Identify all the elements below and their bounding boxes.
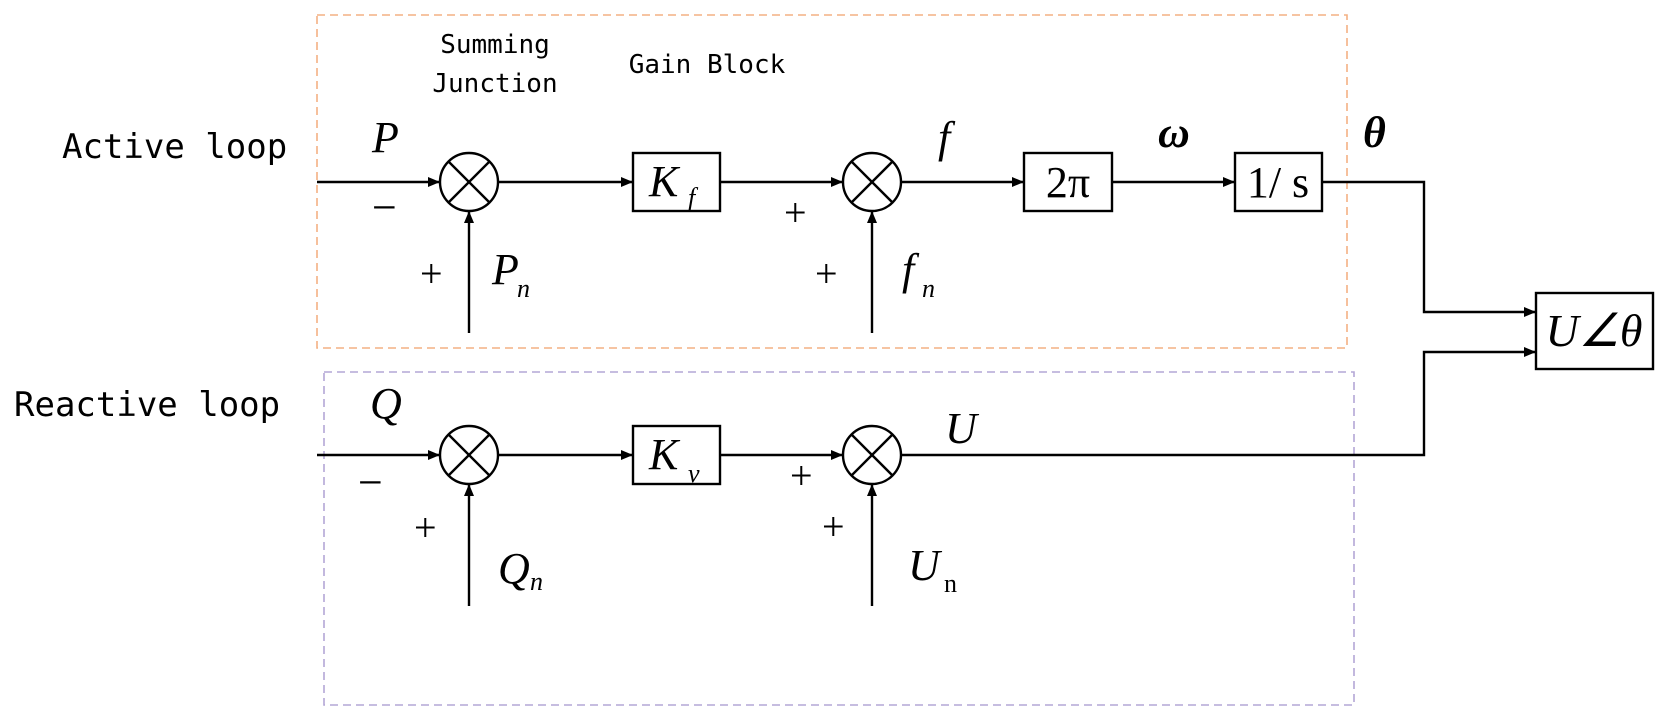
reactive-loop-label: Reactive loop: [14, 385, 280, 425]
active-gain-label: K: [648, 157, 681, 206]
summing-junction-annotation-line1: Summing: [440, 30, 550, 60]
active-ref-label: f: [902, 245, 920, 294]
reactive-input-sign: −: [358, 458, 383, 507]
theta-wire: [1322, 180, 1536, 317]
u-wire: [902, 347, 1536, 457]
reactive-loop-border: [323, 371, 1355, 706]
reactive-sum2-left-sign: +: [790, 453, 813, 498]
active-sum2-left-sign: +: [784, 190, 807, 235]
gain-block-annotation: Gain Block: [629, 50, 786, 80]
active-summing-junction-2: [841, 151, 903, 213]
theta-label: θ: [1363, 108, 1386, 157]
output-block: U∠θ: [1534, 291, 1655, 371]
omega-label: ω: [1158, 108, 1190, 157]
reactive-gain-block: K v: [631, 424, 722, 488]
active-loop-label: Active loop: [62, 127, 287, 167]
integrator-block: 1/ s: [1233, 151, 1324, 213]
active-setpoint-label: P: [491, 245, 519, 294]
active-summing-junction-1: [438, 151, 500, 213]
active-setpoint-sign: +: [420, 251, 443, 296]
active-input-label: P: [371, 113, 399, 162]
reactive-ref-label: U: [908, 541, 943, 590]
active-ref-subscript: n: [922, 274, 935, 303]
reactive-setpoint-label: Q: [498, 544, 530, 593]
active-sum2-bottom-sign: +: [815, 251, 838, 296]
u-label: U: [945, 404, 980, 453]
summing-junction-annotation-line2: Junction: [432, 69, 557, 99]
integrator-label: 1/ s: [1247, 158, 1309, 207]
active-gain-subscript: f: [688, 183, 699, 212]
active-input-sign: −: [372, 183, 397, 232]
reactive-input-label: Q: [370, 379, 402, 428]
output-block-label: U∠θ: [1545, 305, 1642, 356]
active-gain-block: K f: [631, 151, 722, 213]
reactive-summing-junction-1: [438, 424, 500, 486]
reactive-ref-subscript: n: [944, 569, 957, 598]
reactive-setpoint-sign: +: [414, 505, 437, 550]
reactive-gain-label: K: [648, 430, 681, 479]
active-setpoint-subscript: n: [517, 274, 530, 303]
two-pi-block: 2π: [1022, 151, 1114, 213]
reactive-gain-subscript: v: [688, 459, 700, 488]
reactive-summing-junction-2: [841, 424, 903, 486]
two-pi-label: 2π: [1046, 158, 1090, 207]
active-f-label: f: [938, 113, 956, 162]
reactive-setpoint-subscript: n: [530, 567, 543, 596]
reactive-sum2-bottom-sign: +: [822, 504, 845, 549]
